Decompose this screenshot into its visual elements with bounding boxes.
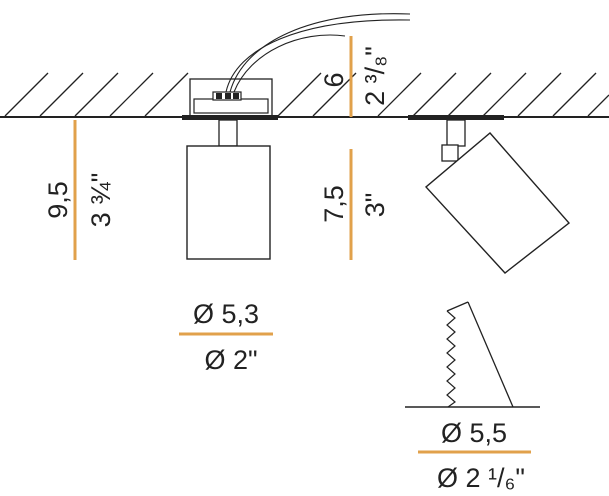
supply-wires: [225, 13, 411, 93]
cutout-taper: [446, 301, 469, 312]
cutout-slope: [467, 301, 514, 408]
mounting-bracket: [193, 98, 269, 114]
diameter-cm-label: Ø 5,3: [193, 299, 259, 329]
ceiling-hatching: [4, 72, 609, 117]
body-in-label: 3": [360, 193, 390, 218]
body-cm-label: 7,5: [319, 185, 349, 223]
fixture-body-right: [424, 132, 571, 274]
fixture-stem-right: [446, 119, 466, 147]
fixture-joint-right: [441, 144, 459, 162]
ceiling-cm-label: 6: [319, 72, 349, 87]
ceiling-plate-left: [182, 115, 278, 120]
ceiling-in-label: 2 ³/₈": [360, 46, 390, 106]
fixture-stem-left: [218, 119, 238, 147]
serrated-edge: [446, 310, 456, 408]
cutout-in-label: Ø 2 ¹/₆": [437, 463, 525, 493]
fixture-body-left: [186, 145, 271, 260]
cutout-cm-label: Ø 5,5: [441, 418, 507, 448]
dimension-markers: [73, 36, 531, 454]
ceiling-plate-right: [408, 115, 504, 120]
terminal-screws-icon: [216, 93, 239, 99]
height-in-label: 3 ¾": [86, 173, 116, 228]
height-cm-label: 9,5: [43, 181, 73, 219]
diameter-in-label: Ø 2": [204, 345, 257, 375]
